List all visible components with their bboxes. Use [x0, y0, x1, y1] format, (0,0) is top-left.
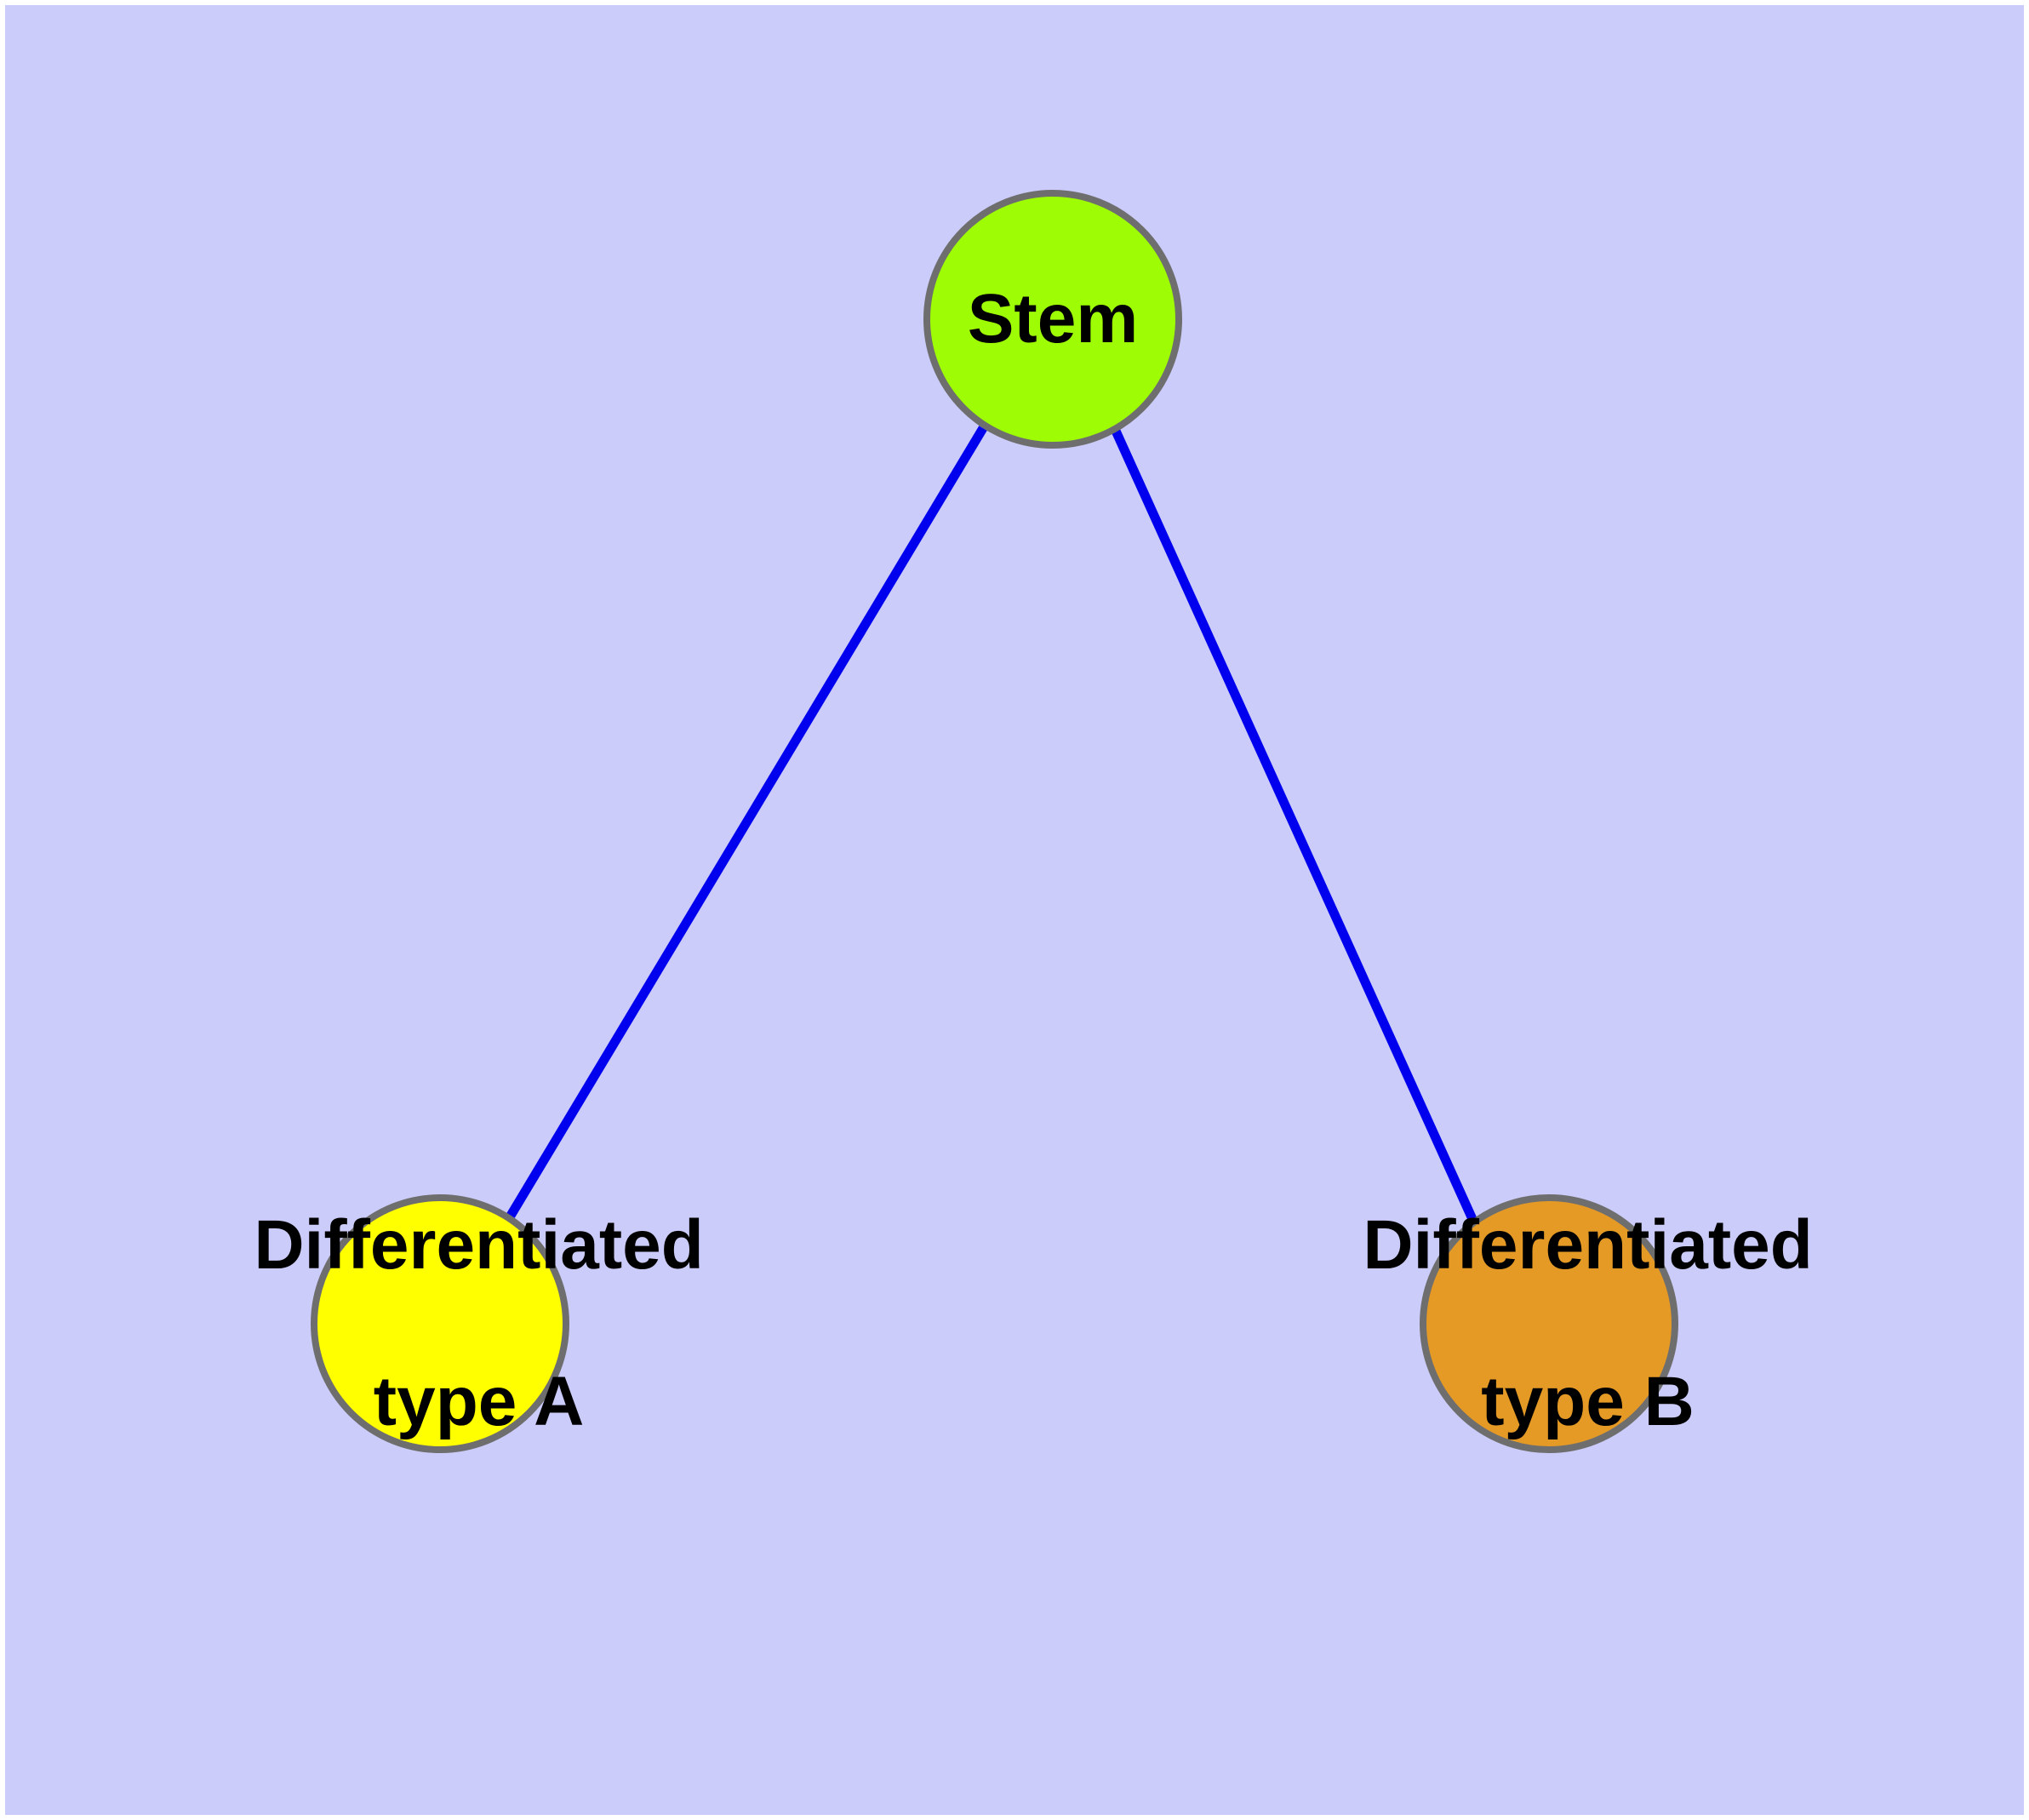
- edge-layer: [506, 426, 1477, 1222]
- edge-stem-diff-a[interactable]: [506, 426, 987, 1218]
- node-differentiated-type-b[interactable]: [1420, 1194, 1678, 1453]
- node-layer: [311, 190, 1678, 1453]
- edge-stem-diff-b[interactable]: [1110, 426, 1477, 1222]
- node-stem[interactable]: [923, 190, 1182, 449]
- node-differentiated-type-a[interactable]: [311, 1194, 569, 1453]
